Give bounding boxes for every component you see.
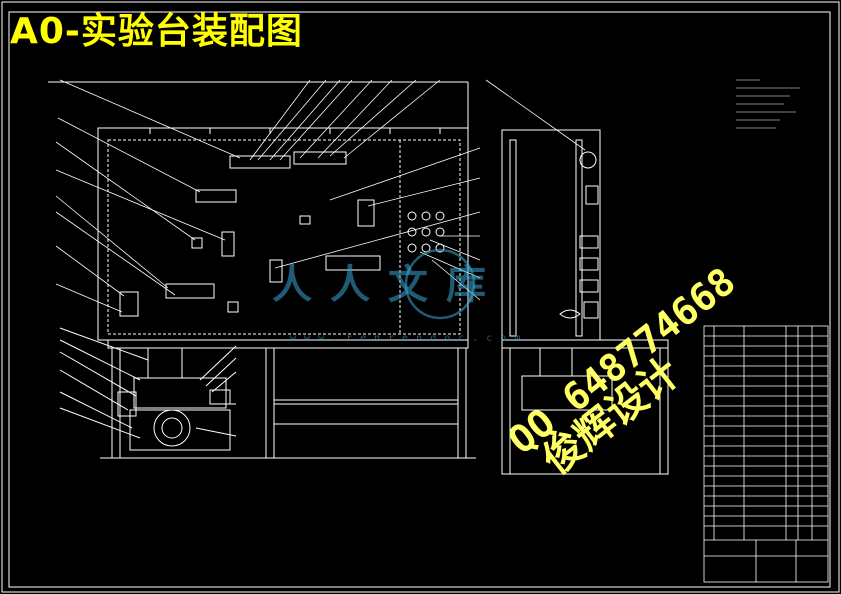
side-view-cabinet: [501, 129, 669, 475]
inner-border: [8, 11, 831, 588]
parts-list-table: [703, 325, 829, 583]
library-watermark-logo: [404, 248, 476, 320]
bench-frame: [100, 339, 476, 459]
technical-notes: [736, 79, 800, 129]
library-url-watermark: www.renrendoc.com: [290, 333, 529, 344]
leader-lines: [55, 79, 586, 313]
drawing-title: A0-实验台装配图: [10, 11, 303, 52]
library-watermark: 人人文库: [272, 262, 504, 308]
pump-unit: [59, 327, 237, 451]
